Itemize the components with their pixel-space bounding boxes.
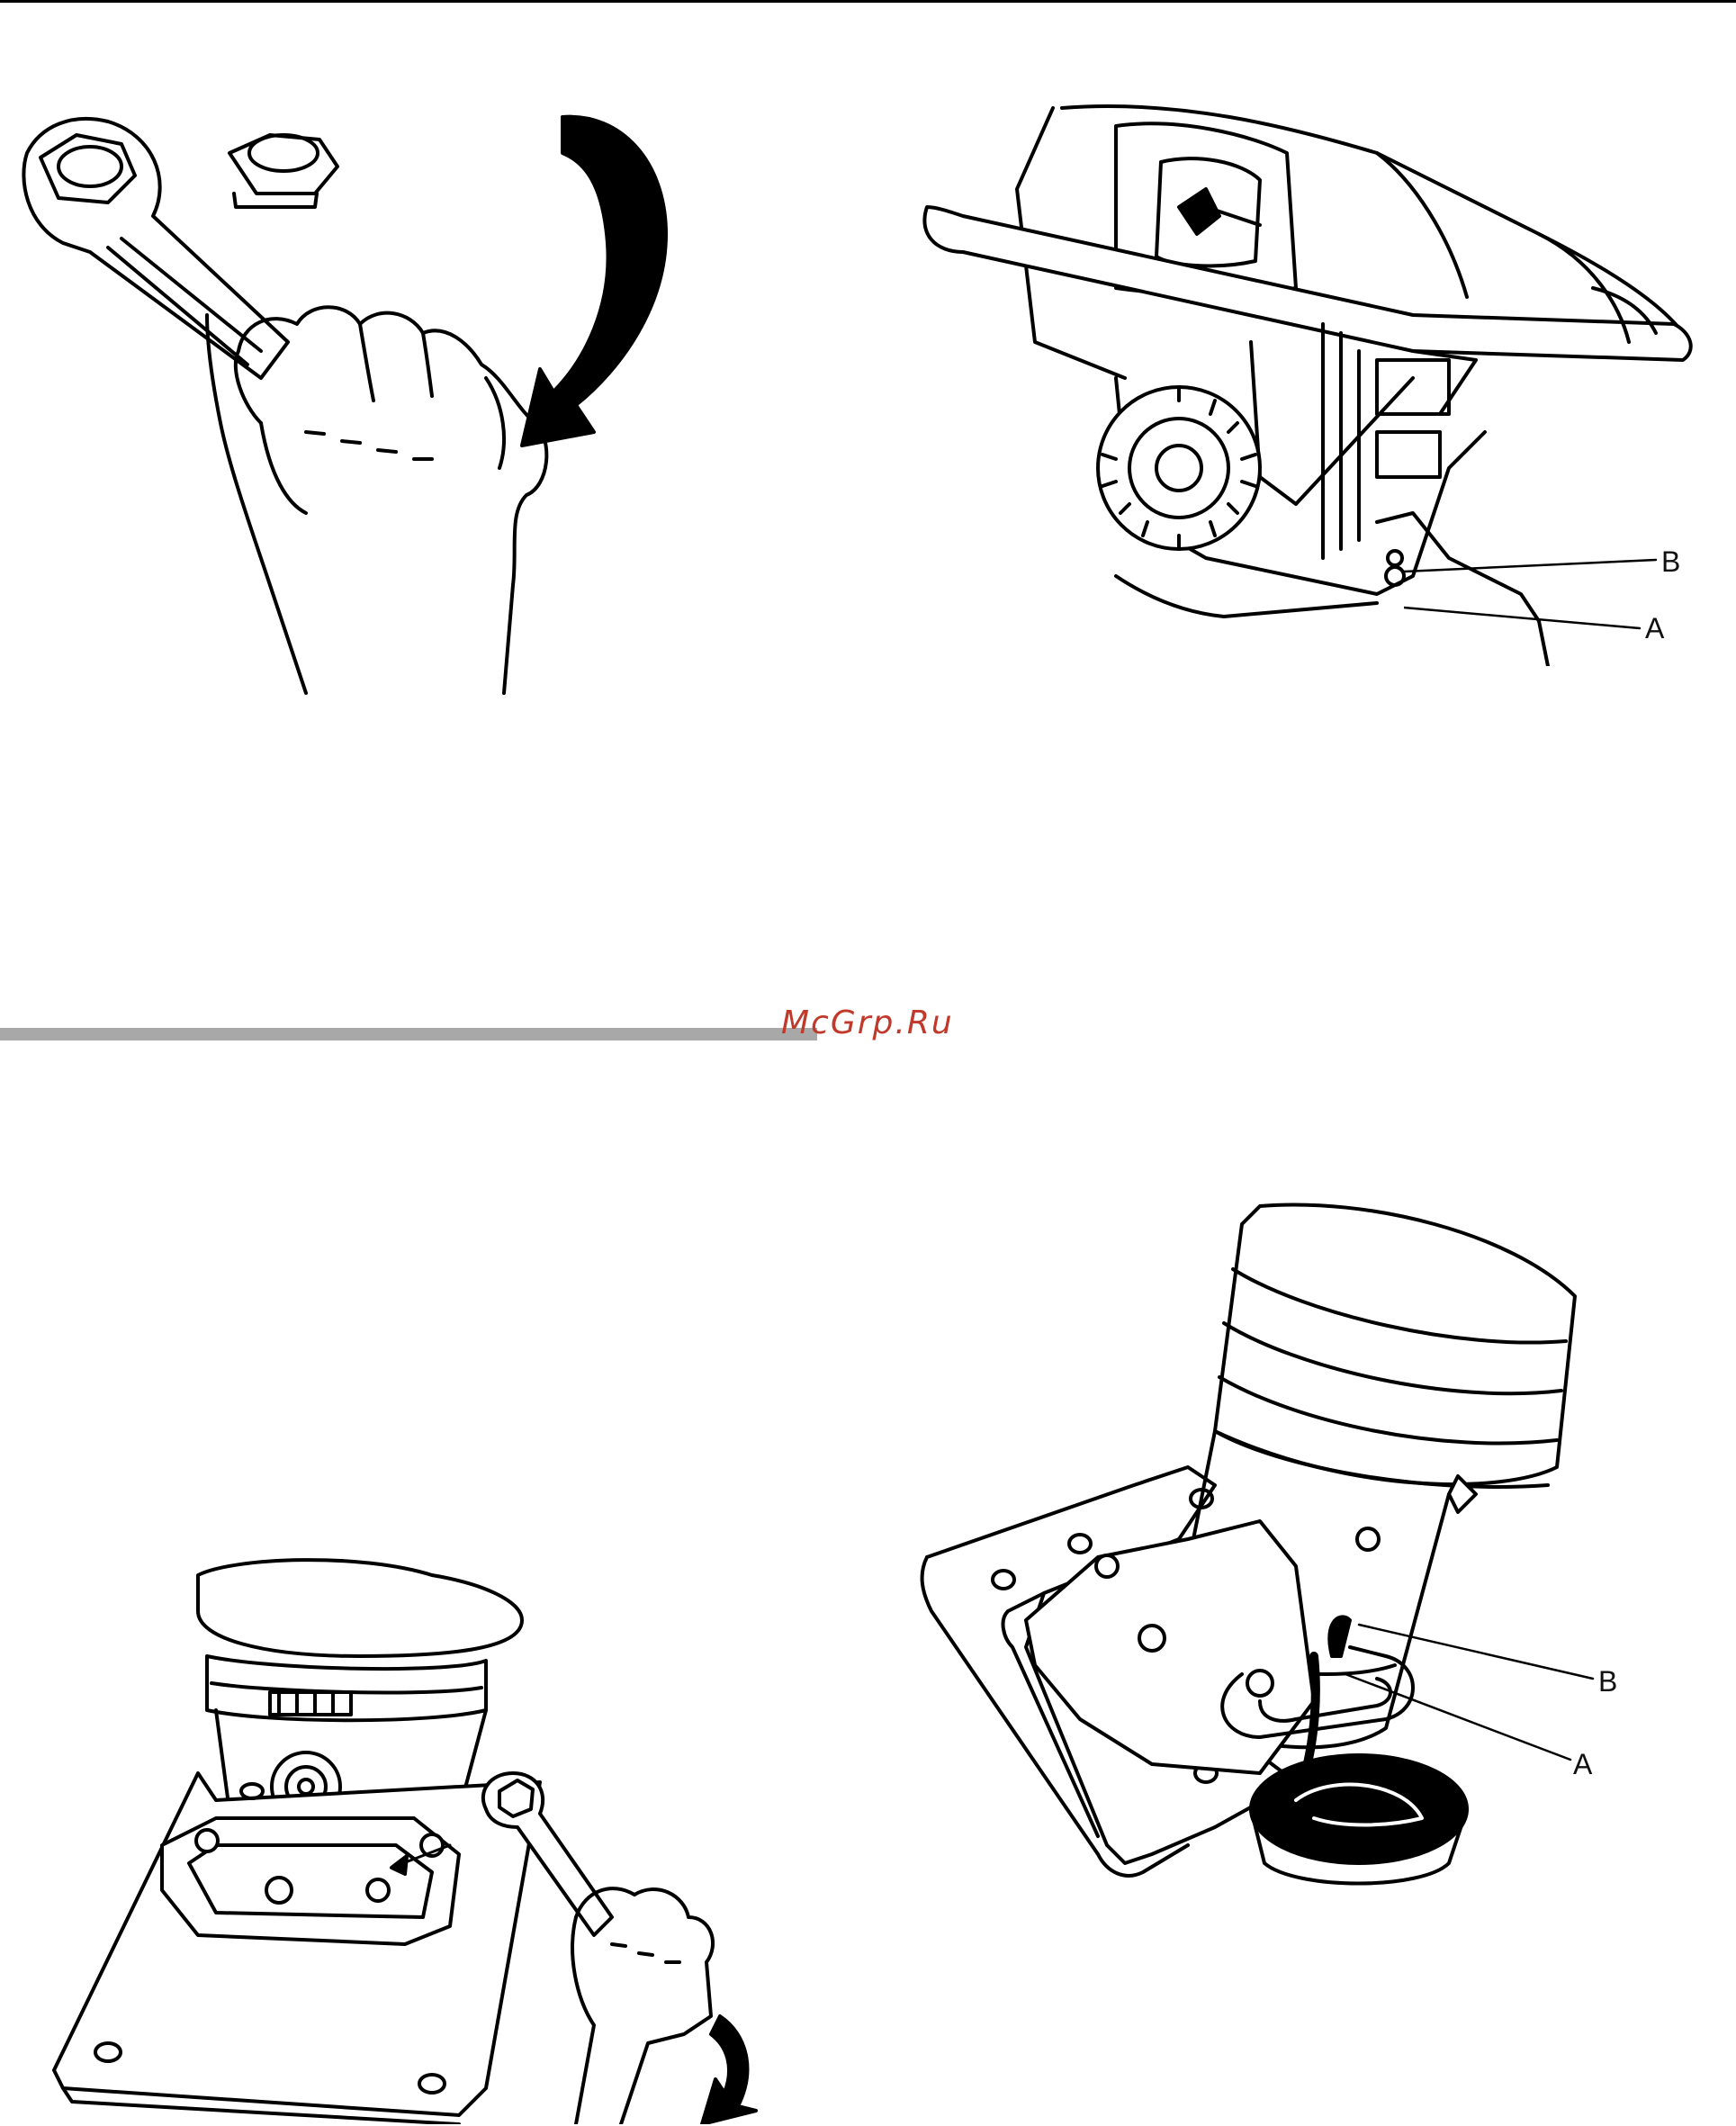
watermark: McGrp.Ru <box>781 1004 954 1041</box>
leader-lines-top <box>1404 558 1674 639</box>
foot-bolt-wrench-illustration <box>36 1548 792 2124</box>
section-divider <box>0 1028 817 1040</box>
top-rule <box>0 0 1736 3</box>
oil-drain-illustration <box>918 1197 1602 1899</box>
wrench-nut-illustration <box>0 81 702 711</box>
leader-lines-bottom <box>1341 1620 1611 1773</box>
